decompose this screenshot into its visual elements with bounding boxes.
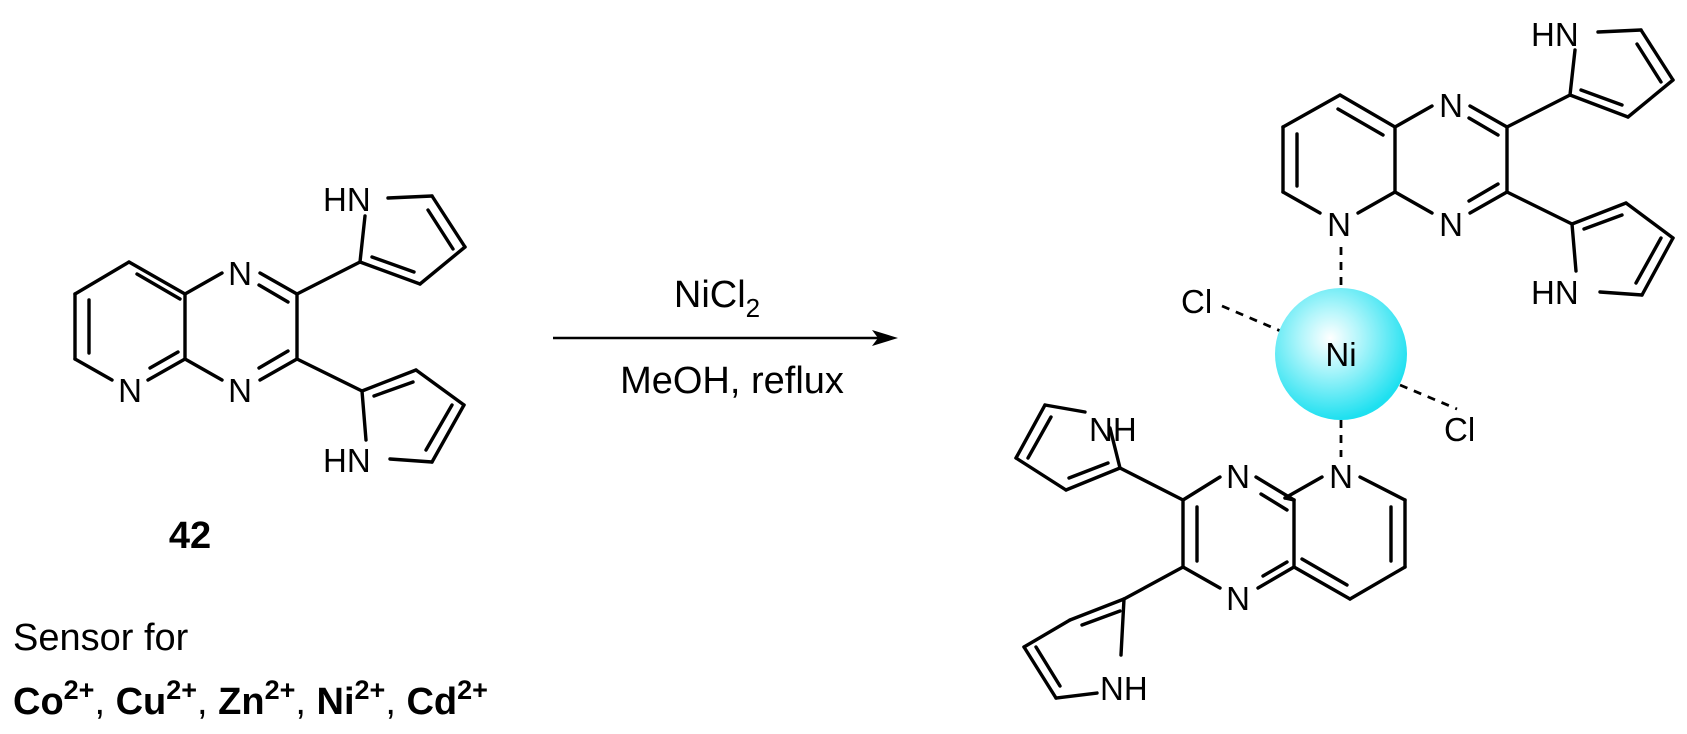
- reaction-conditions: MeOH, reflux: [620, 360, 844, 402]
- nickel-complex-structure: N N N HN HN: [1014, 16, 1675, 707]
- upper-ligand-atoms: N N N HN HN: [1327, 16, 1579, 311]
- ion-charge: 2+: [265, 675, 296, 705]
- atom-ni: Ni: [1325, 336, 1356, 373]
- compound-42-atom-labels: N N N HN HN: [118, 181, 371, 479]
- upper-ligand-bonds: [1281, 28, 1675, 297]
- sensor-caption: Sensor for Co2+, Cu2+, Zn2+, Ni2+, Cd2+: [13, 617, 488, 723]
- atom-cl: Cl: [1181, 283, 1212, 320]
- compound-42-bonds: [73, 194, 467, 464]
- ion-list: Co2+, Cu2+, Zn2+, Ni2+, Cd2+: [13, 675, 488, 723]
- coordination-bonds: [1221, 247, 1458, 457]
- reagent-name: NiCl: [674, 274, 746, 316]
- compound-number: 42: [169, 515, 211, 557]
- atom-n: N: [1329, 458, 1353, 495]
- atom-n: N: [1439, 87, 1463, 124]
- atom-n: N: [1226, 580, 1250, 617]
- ion-symbol: Zn: [218, 681, 264, 723]
- atom-hn: HN: [1531, 274, 1579, 311]
- atom-hn: HN: [323, 442, 371, 479]
- atom-cl: Cl: [1444, 411, 1475, 448]
- arrow-head-icon: [872, 330, 898, 346]
- caption-line1: Sensor for: [13, 617, 189, 659]
- ion-symbol: Cu: [116, 681, 167, 723]
- ion-symbol: Co: [13, 681, 64, 723]
- ion-charge: 2+: [64, 675, 95, 705]
- atom-n: N: [1226, 458, 1250, 495]
- lower-ligand-bonds: [1014, 403, 1407, 700]
- atom-hn: HN: [323, 181, 371, 218]
- reagent-label: NiCl2: [674, 274, 760, 323]
- reagent-subscript: 2: [746, 293, 760, 323]
- ion-separator: ,: [385, 681, 406, 723]
- ion-charge: 2+: [457, 675, 488, 705]
- lower-ligand-atoms: N N N NH NH: [1089, 411, 1353, 707]
- atom-n: N: [1327, 206, 1351, 243]
- ion-charge: 2+: [355, 675, 386, 705]
- atom-n: N: [118, 372, 142, 409]
- nickel-sphere-icon: [1275, 288, 1407, 420]
- atom-nh: NH: [1100, 670, 1148, 707]
- compound-42-structure: N N N HN HN 42: [73, 181, 467, 557]
- atom-n: N: [228, 255, 252, 292]
- ion-symbol: Ni: [317, 681, 355, 723]
- atom-hn: HN: [1531, 16, 1579, 53]
- atom-n: N: [1439, 206, 1463, 243]
- ion-symbol: Cd: [406, 681, 457, 723]
- ion-charge: 2+: [166, 675, 197, 705]
- atom-n: N: [228, 372, 252, 409]
- ion-separator: ,: [295, 681, 316, 723]
- atom-nh: NH: [1089, 411, 1137, 448]
- ion-separator: ,: [197, 681, 218, 723]
- reaction-arrow-group: NiCl2 MeOH, reflux: [553, 274, 898, 402]
- ion-separator: ,: [94, 681, 115, 723]
